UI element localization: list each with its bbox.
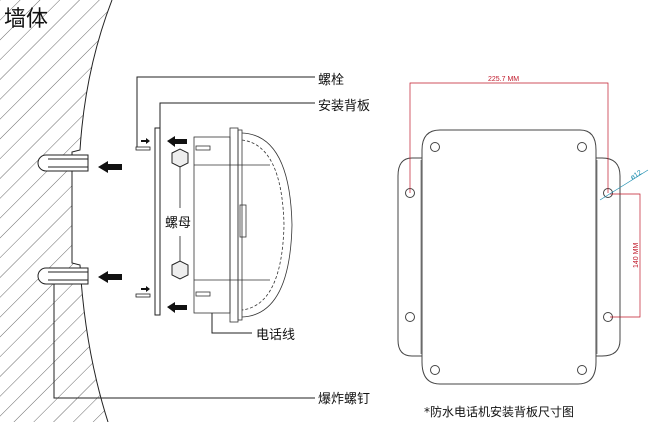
arrow-right-icon: [141, 138, 150, 144]
arrows: [98, 136, 187, 313]
mount-hole: [430, 142, 440, 152]
leader-phone-cord: [211, 313, 252, 334]
phone-body-side: [193, 127, 293, 323]
arrow-right-icon: [141, 286, 150, 292]
arrow-left-icon: [98, 161, 122, 173]
diameter-line: [599, 169, 649, 201]
mount-hole: [577, 142, 587, 152]
nut-bottom: [171, 260, 189, 280]
bolt-top: [135, 146, 151, 151]
wall-title: 墙体: [4, 7, 48, 32]
dimension-width: 225.7 MM: [488, 76, 519, 83]
dimension-height: 140 MM: [633, 243, 640, 268]
nut-top: [171, 148, 189, 168]
mount-hole: [405, 312, 415, 322]
arrow-left-icon: [167, 136, 187, 147]
label-expansion-screw: 爆炸螺钉: [318, 392, 370, 407]
leader-backplate: [159, 102, 315, 128]
mount-hole: [430, 365, 440, 375]
caption: *防水电话机安装背板尺寸图: [424, 404, 574, 419]
label-backplate: 安装背板: [318, 99, 370, 114]
mount-hole: [577, 365, 587, 375]
backplate-front-view: [397, 129, 621, 385]
label-bolt: 螺栓: [318, 73, 344, 88]
backplate-side: [154, 127, 161, 316]
expansion-anchor-top: [37, 154, 89, 172]
dimension-hole-diameter: ø12: [629, 169, 643, 181]
label-phone-cord: 电话线: [256, 328, 295, 343]
dimension-lines: [409, 82, 641, 318]
arrow-left-icon: [98, 271, 122, 283]
wall: [0, 0, 113, 422]
leader-expansion-screw: [53, 284, 315, 399]
bolt-bottom: [135, 293, 151, 298]
leader-bolt: [136, 76, 315, 147]
expansion-anchor-bottom: [37, 267, 89, 285]
arrow-left-icon: [167, 302, 187, 313]
label-nut: 螺母: [165, 216, 191, 231]
